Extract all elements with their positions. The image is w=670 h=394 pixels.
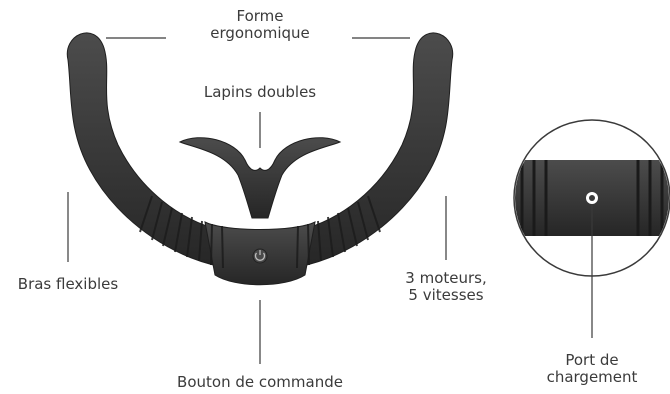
label-control-button: Bouton de commande bbox=[140, 374, 380, 391]
power-icon[interactable] bbox=[253, 249, 267, 263]
label-ergonomic-shape-line2: ergonomique bbox=[190, 25, 330, 42]
label-charging-port-line1: Port de bbox=[530, 352, 654, 369]
label-charging-port: Port de chargement bbox=[530, 352, 654, 386]
label-motors-speeds-line2: 5 vitesses bbox=[378, 287, 514, 304]
label-flexible-arms-text: Bras flexibles bbox=[0, 276, 136, 293]
label-flexible-arms: Bras flexibles bbox=[0, 276, 136, 293]
charging-port-icon bbox=[586, 192, 598, 204]
label-motors-speeds-line1: 3 moteurs, bbox=[378, 270, 514, 287]
label-charging-port-line2: chargement bbox=[530, 369, 654, 386]
label-double-rabbits: Lapins doubles bbox=[180, 84, 340, 101]
charging-port-zoom bbox=[510, 120, 670, 276]
label-double-rabbits-text: Lapins doubles bbox=[180, 84, 340, 101]
label-ergonomic-shape: Forme ergonomique bbox=[190, 8, 330, 42]
device-body bbox=[67, 33, 452, 285]
label-control-button-text: Bouton de commande bbox=[140, 374, 380, 391]
label-motors-speeds: 3 moteurs, 5 vitesses bbox=[378, 270, 514, 304]
rabbit-ears bbox=[180, 138, 340, 218]
label-ergonomic-shape-line1: Forme bbox=[190, 8, 330, 25]
